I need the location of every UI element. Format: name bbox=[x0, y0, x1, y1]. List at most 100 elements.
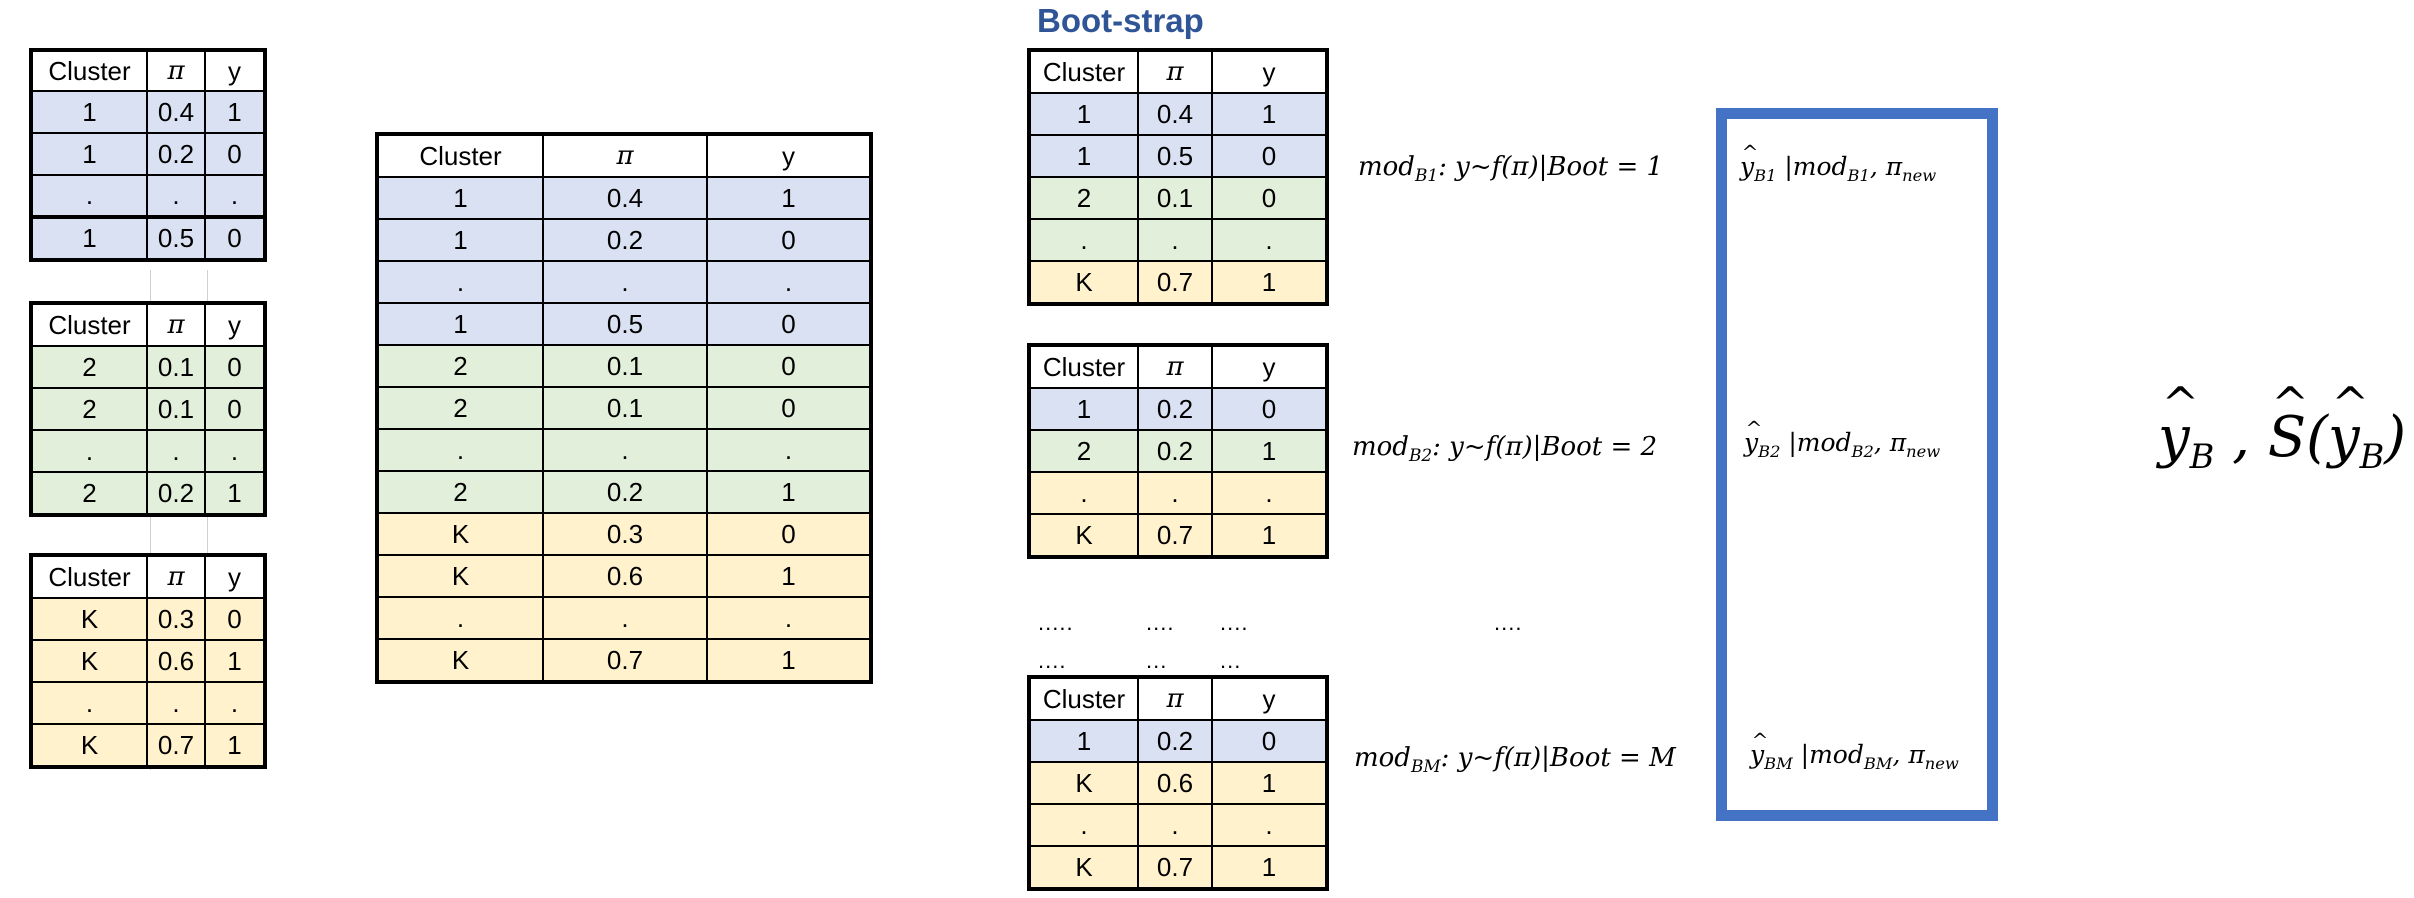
cell: K bbox=[31, 597, 148, 641]
cell: 1 bbox=[31, 215, 148, 260]
final-result: yB , S(yB) bbox=[2158, 377, 2407, 477]
model-label-bm: modBM: y~f(π)|Boot = M bbox=[1354, 743, 1676, 776]
cell: 0.1 bbox=[1137, 176, 1213, 220]
cell: 1 bbox=[1029, 387, 1139, 431]
model-subscript: BM bbox=[1410, 756, 1441, 777]
cell: 0.7 bbox=[1137, 845, 1213, 889]
guide-line bbox=[207, 270, 208, 770]
cell: 0 bbox=[204, 132, 265, 176]
prediction-y-hat: y bbox=[1740, 140, 1759, 181]
prediction-subscript: B2 bbox=[1758, 442, 1781, 461]
cell: 0 bbox=[204, 387, 265, 431]
cell: 1 bbox=[31, 90, 148, 134]
cell: . bbox=[1137, 803, 1213, 847]
cell: 1 bbox=[1211, 513, 1327, 557]
cell: 2 bbox=[377, 344, 544, 388]
cell: . bbox=[377, 428, 544, 472]
final-separator: , bbox=[2214, 405, 2268, 470]
final-paren-close: ) bbox=[2384, 405, 2407, 470]
model-label-b1: modB1: y~f(π)|Boot = 1 bbox=[1358, 152, 1663, 185]
prediction-b1: yB1 |modB1, πnew bbox=[1740, 140, 1936, 185]
cell: . bbox=[1211, 803, 1327, 847]
cell: 1 bbox=[706, 638, 871, 682]
cell: 0.2 bbox=[542, 218, 708, 262]
model-subscript: B2 bbox=[1408, 445, 1433, 466]
cell: 0.2 bbox=[1137, 429, 1213, 473]
cell: 1 bbox=[706, 554, 871, 598]
cell: . bbox=[146, 429, 206, 473]
cell: K bbox=[1029, 761, 1139, 805]
model-subscript: B1 bbox=[1414, 165, 1439, 186]
model-formula: : y~f(π)|Boot = M bbox=[1440, 743, 1676, 773]
cell: . bbox=[542, 260, 708, 304]
bootstrap-title: Boot-strap bbox=[1037, 2, 1204, 39]
cell: 0 bbox=[204, 345, 265, 389]
prediction-pi: , π bbox=[1892, 740, 1925, 769]
cell: K bbox=[377, 638, 544, 682]
prediction-given: |mod bbox=[1776, 152, 1848, 181]
cell: . bbox=[204, 174, 265, 218]
cell: 0 bbox=[1211, 719, 1327, 763]
cell: 1 bbox=[1211, 260, 1327, 304]
cell: 0.1 bbox=[542, 344, 708, 388]
model-prefix: mod bbox=[1358, 152, 1415, 182]
cell: 1 bbox=[1211, 92, 1327, 136]
cell: . bbox=[1211, 218, 1327, 262]
cell: 0.5 bbox=[146, 215, 206, 260]
col-header-y: y bbox=[204, 555, 265, 599]
cell: . bbox=[204, 429, 265, 473]
ellipsis: .... bbox=[1220, 610, 1249, 635]
cell: 0.7 bbox=[1137, 513, 1213, 557]
cell: K bbox=[1029, 845, 1139, 889]
cell: . bbox=[31, 174, 148, 218]
prediction-pi: , π bbox=[1869, 152, 1903, 181]
final-y2-subscript: B bbox=[2359, 437, 2385, 477]
prediction-b2: yB2 |modB2, πnew bbox=[1744, 416, 1940, 461]
col-header-cluster: Cluster bbox=[31, 50, 148, 92]
cell: 0 bbox=[706, 386, 871, 430]
prediction-mod-subscript: B1 bbox=[1847, 166, 1870, 185]
col-header-cluster: Cluster bbox=[31, 303, 148, 347]
cell: 0.2 bbox=[1137, 387, 1213, 431]
col-header-pi: π bbox=[146, 303, 206, 347]
model-prefix: mod bbox=[1354, 743, 1411, 773]
cell: 1 bbox=[204, 723, 265, 767]
cell: 0.6 bbox=[542, 554, 708, 598]
cell: 0 bbox=[204, 597, 265, 641]
col-header-cluster: Cluster bbox=[1029, 677, 1139, 721]
cell: 0.4 bbox=[542, 176, 708, 220]
cell: . bbox=[31, 429, 148, 473]
cell: 1 bbox=[204, 639, 265, 683]
cell: 2 bbox=[1029, 176, 1139, 220]
cell: 2 bbox=[31, 471, 148, 515]
cell: 0.7 bbox=[542, 638, 708, 682]
cell: 0.7 bbox=[146, 723, 206, 767]
ellipsis: ... bbox=[1146, 648, 1168, 673]
ellipsis: .... bbox=[1494, 610, 1523, 635]
model-label-b2: modB2: y~f(π)|Boot = 2 bbox=[1352, 432, 1657, 465]
cell: 2 bbox=[377, 470, 544, 514]
cell: 0.3 bbox=[146, 597, 206, 641]
ellipsis: .... bbox=[1038, 648, 1067, 673]
prediction-y-hat: y bbox=[1744, 416, 1763, 457]
cell: 1 bbox=[204, 471, 265, 515]
cell: . bbox=[146, 174, 206, 218]
cell: . bbox=[1029, 471, 1139, 515]
col-header-cluster: Cluster bbox=[31, 555, 148, 599]
final-y2-hat: y bbox=[2328, 377, 2369, 470]
cell: 0.3 bbox=[542, 512, 708, 556]
cell: 0.1 bbox=[146, 345, 206, 389]
cell: . bbox=[1029, 218, 1139, 262]
ellipsis: ..... bbox=[1038, 610, 1074, 635]
col-header-cluster: Cluster bbox=[1029, 345, 1139, 389]
cell: 2 bbox=[1029, 429, 1139, 473]
cell: 0 bbox=[706, 344, 871, 388]
cell: . bbox=[1211, 471, 1327, 515]
final-paren-open: ( bbox=[2306, 405, 2328, 470]
col-header-y: y bbox=[204, 303, 265, 347]
cell: 1 bbox=[1211, 761, 1327, 805]
